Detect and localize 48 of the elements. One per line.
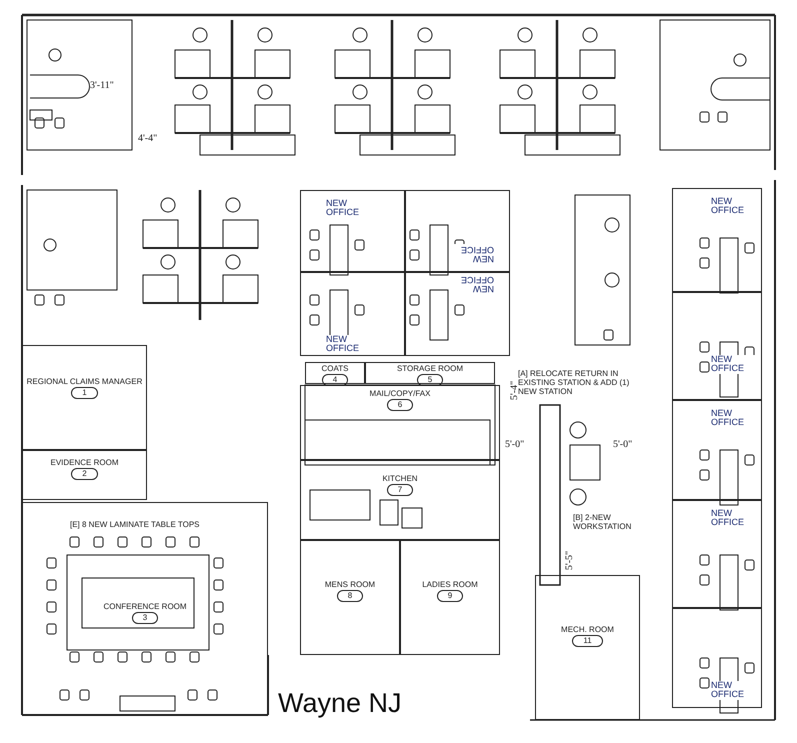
room-outline xyxy=(22,345,147,450)
room-outline xyxy=(22,450,147,500)
plan-title: Wayne NJ xyxy=(278,688,402,719)
dimension-label: 5'-0" xyxy=(613,439,632,450)
office-room xyxy=(672,608,762,708)
room-label: MAIL/COPY/FAX xyxy=(370,390,430,398)
dimension-label: 5'-0" xyxy=(505,439,524,450)
dimension-label: 3'-11" xyxy=(90,80,114,91)
room-label: EVIDENCE ROOM xyxy=(50,459,118,468)
office-room xyxy=(672,188,762,292)
room-number-tag: 8 xyxy=(336,590,364,602)
dimension-label: 4'-4" xyxy=(138,133,158,144)
room-number-tag: 1 xyxy=(71,387,98,400)
room-outline xyxy=(535,575,640,720)
room-outline xyxy=(305,362,365,384)
room-outline xyxy=(365,362,495,384)
office-room xyxy=(405,190,510,272)
office-room xyxy=(672,500,762,608)
room-label: NEW OFFICE xyxy=(711,355,756,374)
room-label: REGIONAL CLAIMS MANAGER xyxy=(26,378,142,386)
room-outline xyxy=(300,385,500,460)
room-outline xyxy=(400,540,500,655)
note-text: [E] 8 NEW LAMINATE TABLE TOPS xyxy=(70,520,201,530)
office-room xyxy=(300,272,405,356)
office-room xyxy=(672,400,762,500)
room-label: MECH. ROOM xyxy=(561,626,614,634)
room-label: CONFERENCE ROOM xyxy=(103,603,187,612)
office-room xyxy=(405,272,510,356)
dimension-label: 5'-5" xyxy=(564,550,576,570)
note-text: [B] 2-NEW WORKSTATION xyxy=(573,513,632,532)
room-number-tag: 2 xyxy=(71,468,98,480)
room-label: LADIES ROOM xyxy=(422,581,478,590)
room-number-tag: 6 xyxy=(386,399,414,412)
office-room xyxy=(672,292,762,400)
room-label: STORAGE ROOM xyxy=(396,365,464,374)
note-text: [A] RELOCATE RETURN IN EXISTING STATION & ADD (1) NEW STATION xyxy=(518,369,630,397)
room-number-tag: 9 xyxy=(436,590,464,602)
room-number-tag: 4 xyxy=(322,374,348,386)
office-room xyxy=(300,190,405,272)
room-label: COATS xyxy=(322,365,348,374)
room-number-tag: 11 xyxy=(572,635,603,648)
room-number-tag: 5 xyxy=(416,374,444,386)
room-outline xyxy=(300,540,400,655)
room-outline xyxy=(300,460,500,540)
room-label: KITCHEN xyxy=(382,475,418,484)
room-number-tag: 7 xyxy=(386,484,414,496)
room-number-tag: 3 xyxy=(132,612,158,624)
room-label: MENS ROOM xyxy=(324,581,376,590)
